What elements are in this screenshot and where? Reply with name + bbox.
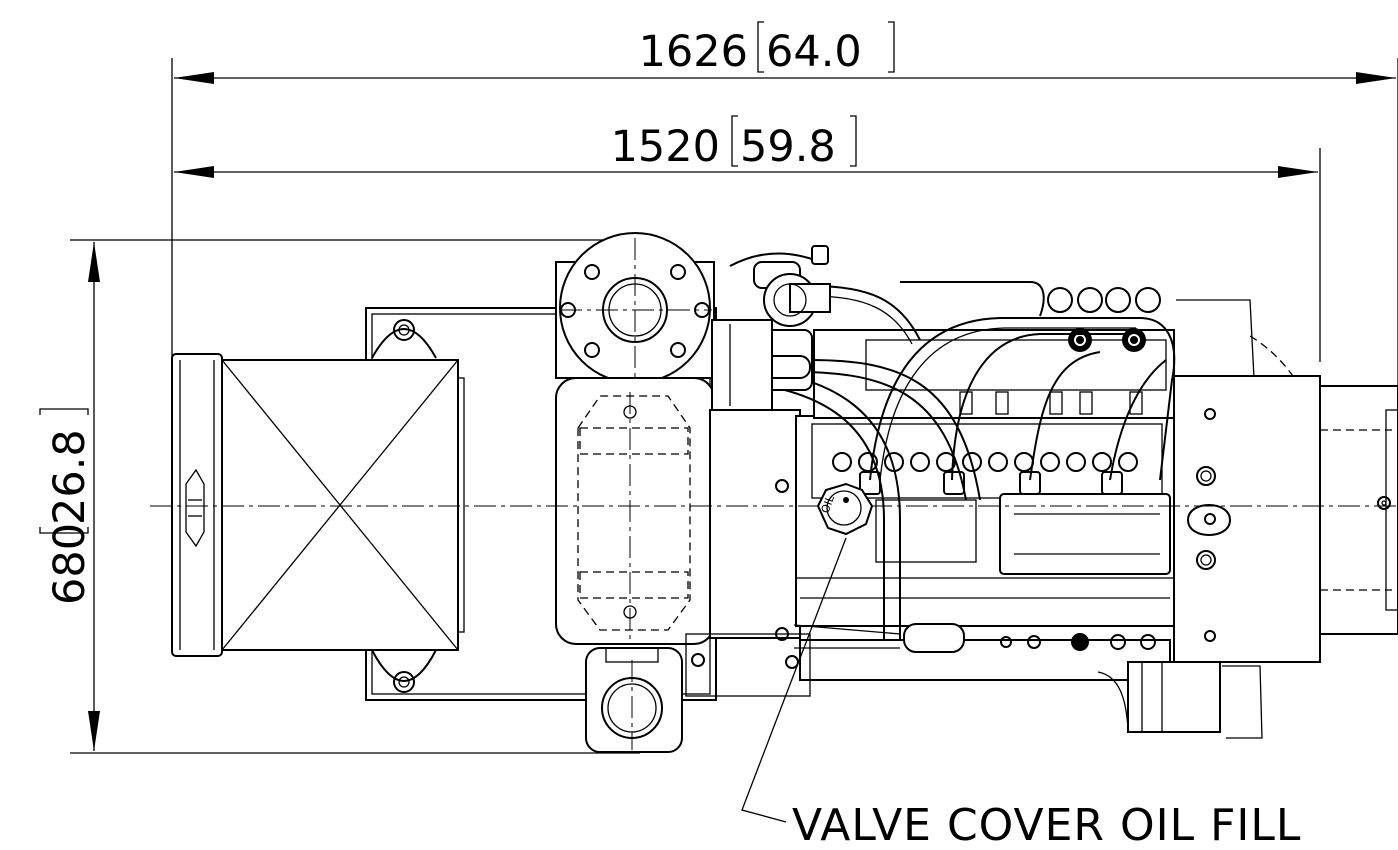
flywheel-housing <box>1173 299 1398 663</box>
exhaust-outlet <box>585 647 683 753</box>
inch-bracket-left <box>731 115 738 167</box>
oil-fill-callout: VALVE COVER OIL FILL <box>741 537 1301 850</box>
dimension-1520-mm: 1520 <box>611 122 720 172</box>
starter-motor <box>1097 661 1263 739</box>
dimension-width: 680 26.8 <box>39 239 640 754</box>
dimension-overall-length: 1626 64.0 <box>171 21 1398 410</box>
inch-bracket-left <box>39 527 89 534</box>
dimension-1626-mm: 1626 <box>639 27 748 77</box>
engine-block <box>685 409 1175 697</box>
mount-left-bottom <box>371 649 437 693</box>
dimension-26-8-inch: 26.8 <box>45 429 95 525</box>
cylinder-head-ports <box>832 452 1138 472</box>
oil-cap-label: OIL <box>819 493 838 515</box>
exhaust-flange <box>555 232 715 384</box>
muffler <box>555 377 715 645</box>
inch-bracket-right <box>888 21 895 73</box>
inch-bracket-left <box>757 21 764 73</box>
valve-cover-oil-fill-cap: OIL <box>816 482 874 536</box>
dimension-length: 1520 59.8 <box>174 115 1321 362</box>
inch-bracket-right <box>850 115 857 167</box>
dimension-59-8-inch: 59.8 <box>740 122 836 172</box>
alternator <box>171 353 465 657</box>
turbo-filter <box>711 273 831 411</box>
oil-fill-callout-label: VALVE COVER OIL FILL <box>792 800 1301 850</box>
mount-left-top <box>371 319 437 359</box>
dimension-680-mm: 680 <box>45 523 95 605</box>
dimension-64-inch: 64.0 <box>766 27 862 77</box>
inch-bracket-right <box>39 408 89 415</box>
